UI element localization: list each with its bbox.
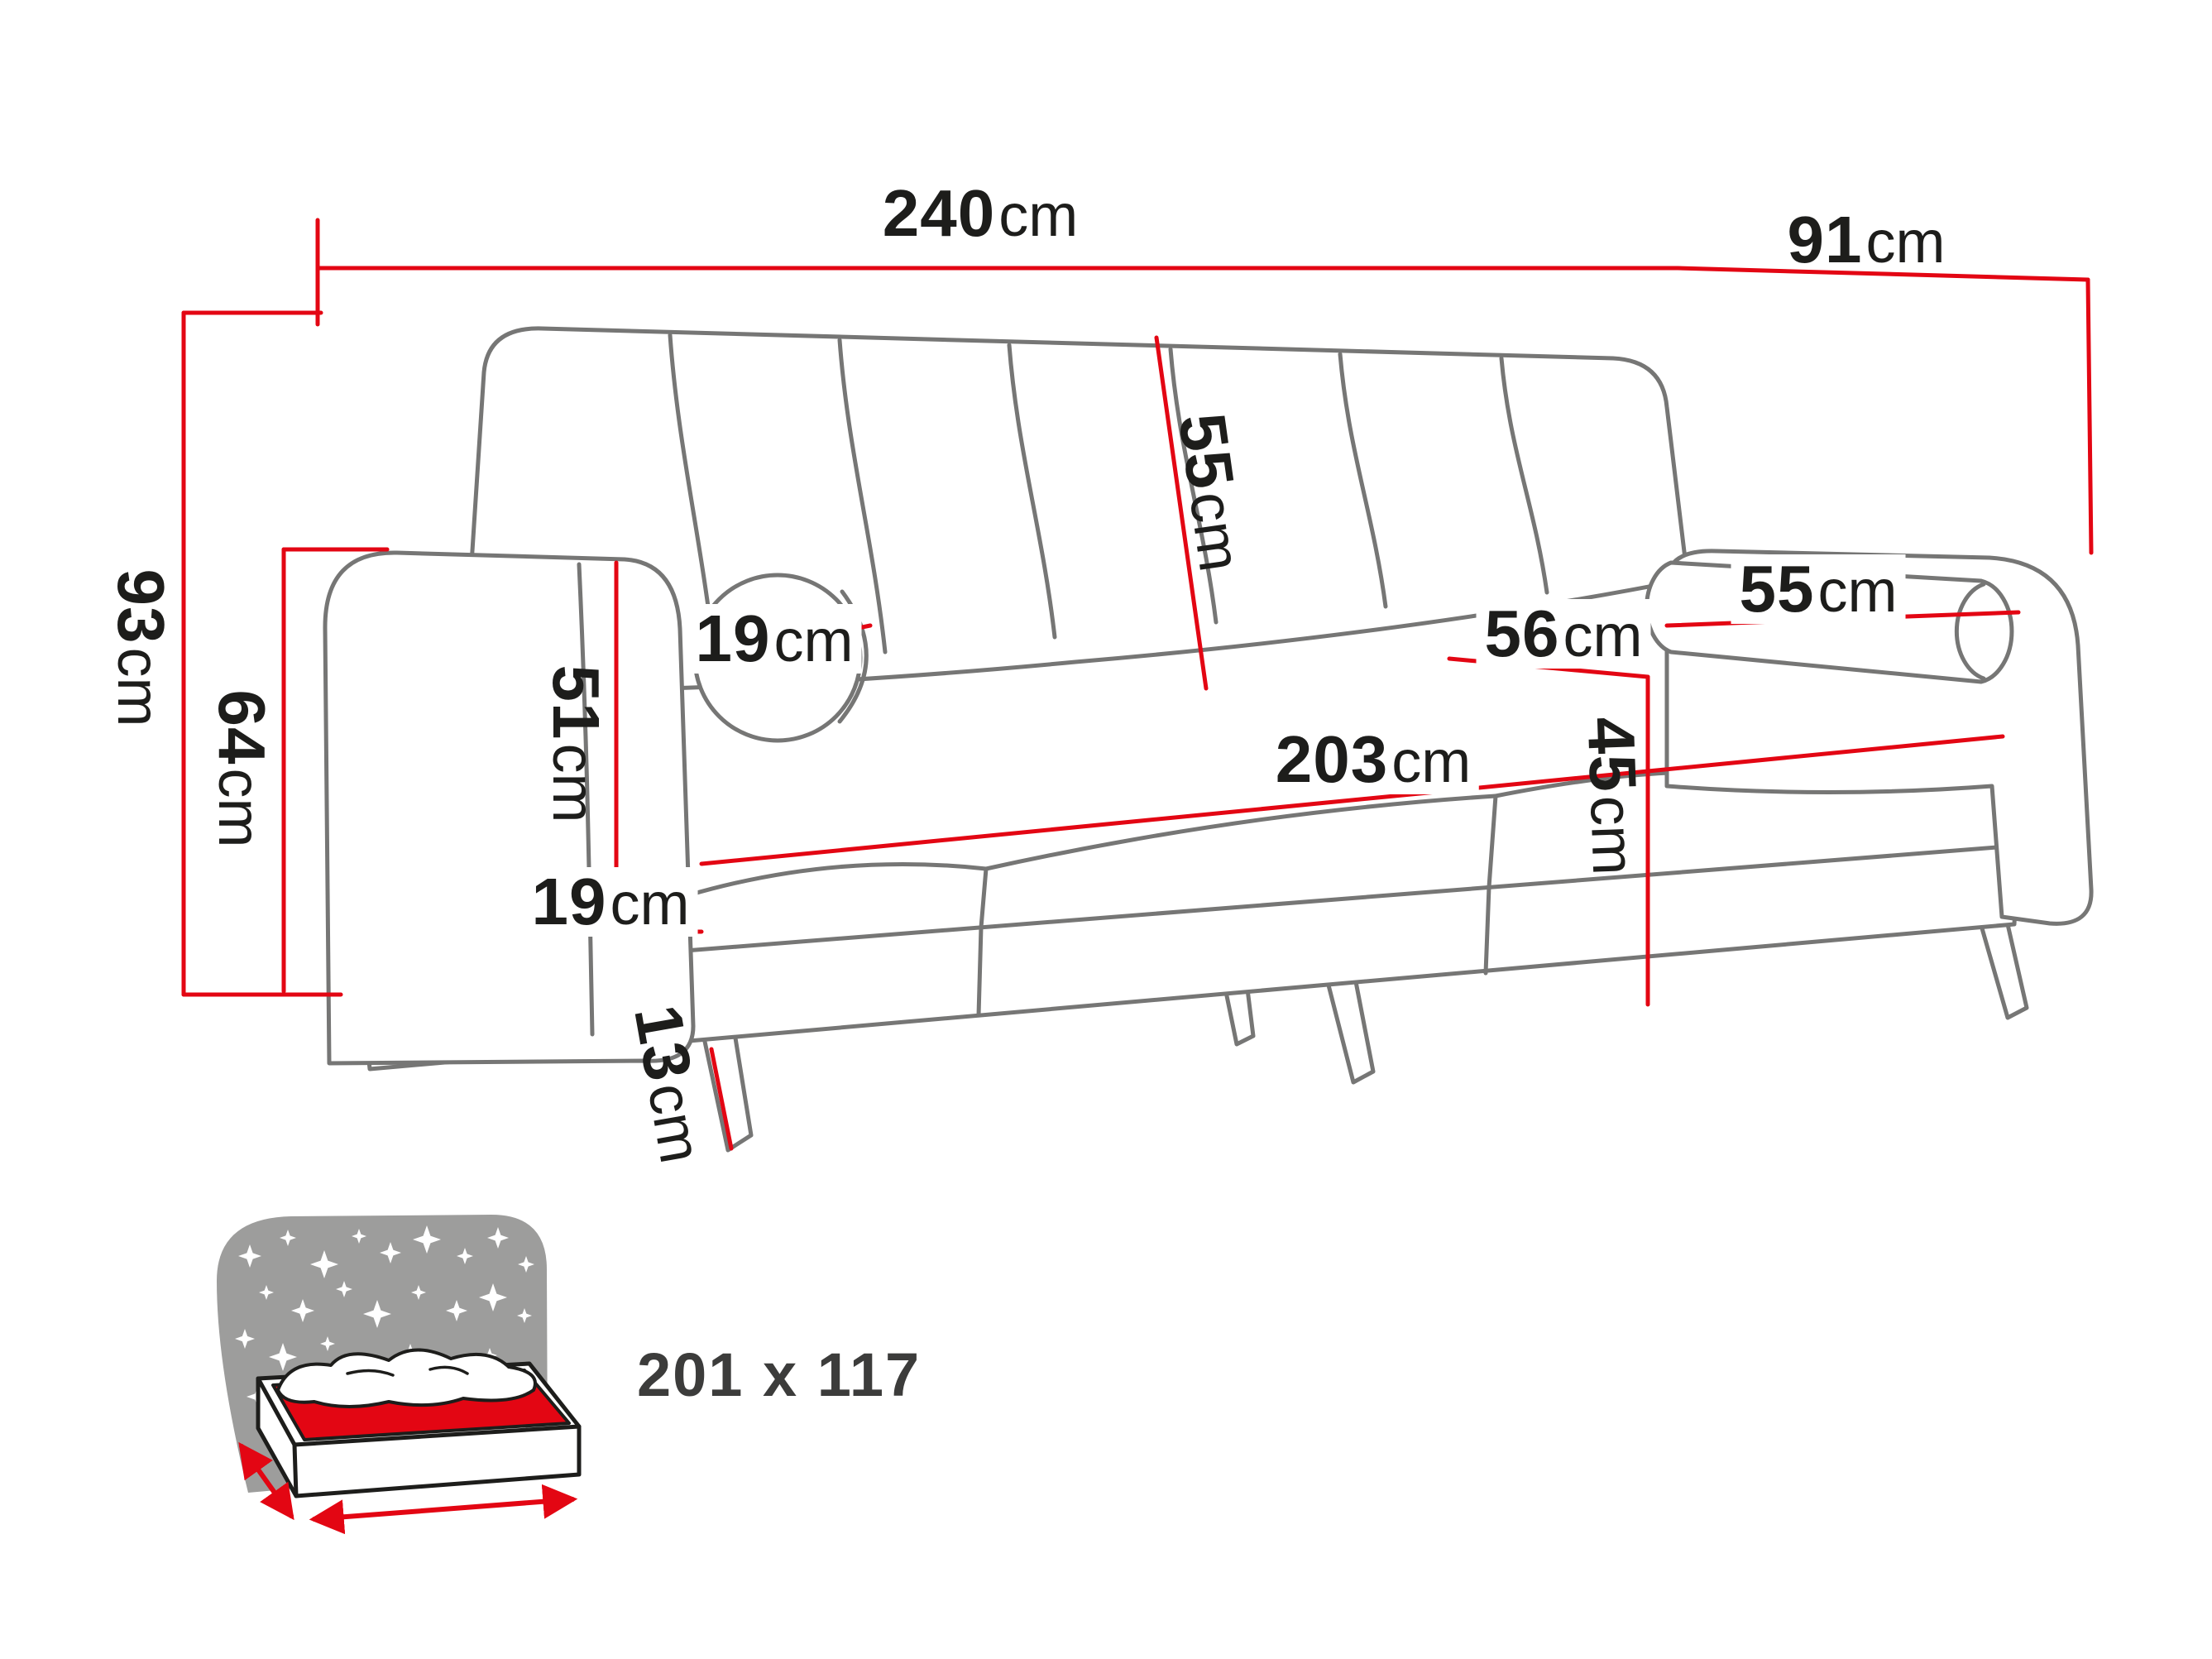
dimension-unit: cm bbox=[1391, 729, 1472, 795]
dimension-unit: cm bbox=[1817, 559, 1898, 625]
dimension-lines bbox=[181, 218, 2094, 1151]
bed-icon-duvet-folds bbox=[346, 1365, 469, 1377]
dimension-value: 45 bbox=[1573, 716, 1650, 794]
dimension-unit: cm bbox=[998, 183, 1079, 249]
dimension-value: 203 bbox=[1275, 722, 1389, 796]
dimension-value: 240 bbox=[882, 176, 996, 250]
dim-line-overall-depth bbox=[1675, 266, 2090, 282]
sofa-backrest-seams bbox=[668, 333, 1549, 670]
dimension-value: 93 bbox=[104, 568, 178, 645]
sofa-armrest-left-seam bbox=[577, 562, 595, 1037]
sofa-line-drawing bbox=[323, 326, 2094, 1153]
dimension-unit: cm bbox=[540, 743, 606, 823]
bed-icon-base-edges bbox=[256, 1376, 582, 1498]
bed-icon-depth-arrow bbox=[238, 1441, 294, 1521]
dimension-value: 51 bbox=[539, 664, 613, 741]
sofa-seat-cushions bbox=[686, 770, 1672, 1018]
dim-line-seat-width bbox=[699, 734, 2005, 866]
sofa-armrest-left bbox=[323, 550, 696, 1066]
dimension-value: 55 bbox=[1739, 552, 1815, 626]
dim-tick bbox=[2085, 277, 2094, 555]
dim-line-leg-height bbox=[709, 1047, 734, 1151]
fold-out-bed-icon bbox=[217, 1215, 582, 1535]
dimension-value: 19 bbox=[695, 602, 771, 675]
bed-icon-width-arrow bbox=[309, 1484, 578, 1535]
sofa-leg bbox=[1976, 911, 2029, 1020]
dimension-unit: cm bbox=[105, 647, 171, 727]
bed-icon-duvet bbox=[276, 1348, 537, 1408]
sofa-bolster-right-end-seam bbox=[1954, 582, 1986, 681]
dimension-unit: cm bbox=[773, 608, 854, 674]
dimension-value: 55 bbox=[1165, 409, 1248, 494]
dimension-value: 91 bbox=[1787, 203, 1863, 276]
dimension-unit: cm bbox=[1176, 487, 1253, 576]
dimension-unit: cm bbox=[1578, 794, 1647, 876]
dimension-value: 64 bbox=[205, 689, 279, 765]
dimension-unit: cm bbox=[1563, 603, 1643, 669]
dimension-unit: cm bbox=[610, 871, 690, 937]
dimension-value: 19 bbox=[531, 865, 607, 938]
dimension-value: 13 bbox=[620, 1000, 706, 1087]
dimension-unit: cm bbox=[206, 768, 272, 848]
dimension-unit: cm bbox=[1865, 209, 1946, 276]
dimension-value: 56 bbox=[1484, 597, 1560, 670]
dim-line-backrest-height bbox=[1154, 335, 1209, 691]
dimension-unit: cm bbox=[634, 1078, 715, 1168]
sleeping-area-size-label: 201 x 117 bbox=[637, 1340, 922, 1409]
